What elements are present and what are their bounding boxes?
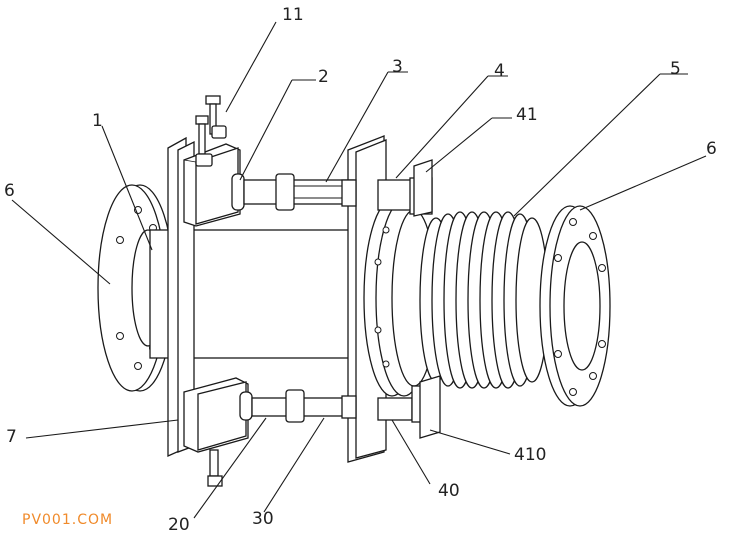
label-1: 1	[92, 111, 103, 131]
right-flange	[539, 205, 611, 407]
label-4: 4	[494, 61, 505, 81]
leader-lines	[11, 21, 707, 519]
bellows	[419, 211, 549, 389]
label-20: 20	[168, 515, 190, 535]
label-41: 41	[516, 105, 538, 125]
label-30: 30	[252, 509, 274, 529]
label-5: 5	[670, 59, 681, 79]
label-7: 7	[6, 427, 17, 447]
label-6-left: 6	[4, 181, 15, 201]
label-410: 410	[514, 445, 546, 465]
bottom-tie-rod	[183, 375, 441, 487]
label-11: 11	[282, 5, 304, 25]
label-6-right: 6	[706, 139, 717, 159]
label-3: 3	[392, 57, 403, 77]
label-40: 40	[438, 481, 460, 501]
label-2: 2	[318, 67, 329, 87]
watermark-text: PV001.COM	[22, 512, 113, 528]
top-tie-rod	[183, 95, 433, 227]
ring-flange	[363, 199, 437, 397]
